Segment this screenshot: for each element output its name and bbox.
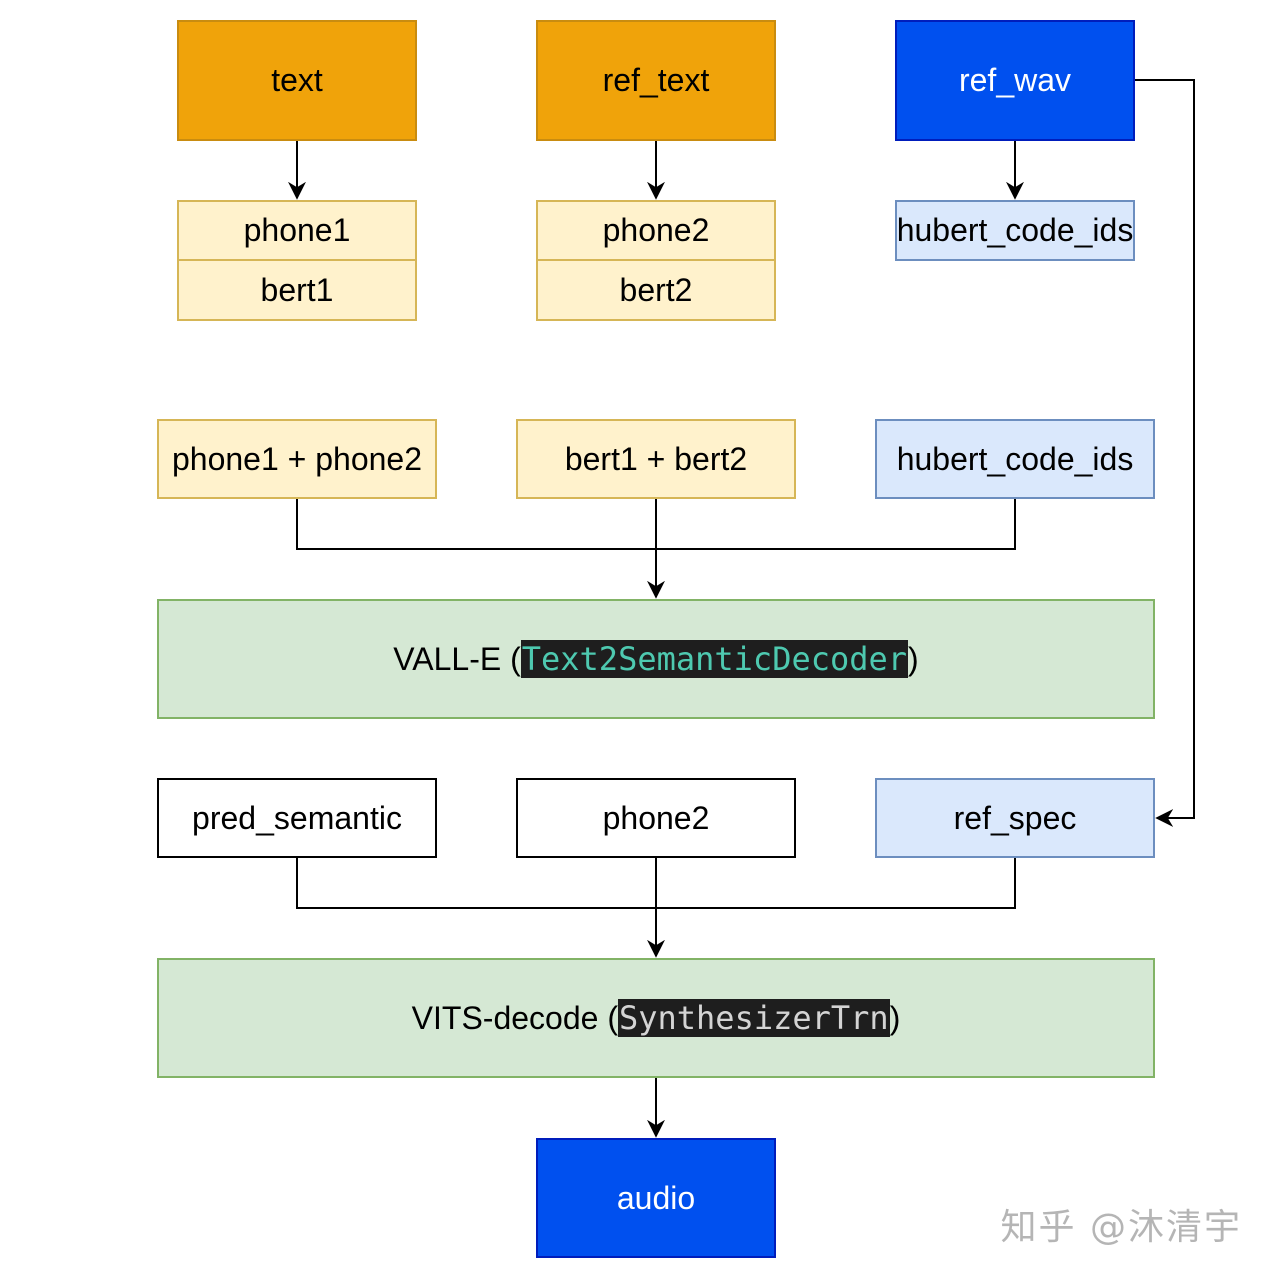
bert-concat-label: bert1 + bert2 <box>564 440 748 477</box>
watermark: 知乎 @沐清宇 <box>1000 1207 1242 1248</box>
vits-label: VITS-decode (SynthesizerTrn) <box>411 999 901 1037</box>
ref-spec-label: ref_spec <box>953 799 1077 836</box>
pred-semantic-node: pred_semantic <box>157 778 437 858</box>
valle-code-name: Text2SemanticDecoder <box>520 640 909 678</box>
valle-label: VALL-E (Text2SemanticDecoder) <box>393 640 919 678</box>
text-label: text <box>271 62 323 98</box>
edge-predsemantic-to-vits <box>296 858 656 909</box>
audio-output-node: audio <box>536 1138 776 1258</box>
phone2-label: phone2 <box>602 212 710 248</box>
hubert-code-ids-top-node: hubert_code_ids <box>895 200 1135 261</box>
valle-node: VALL-E (Text2SemanticDecoder) <box>157 599 1155 719</box>
ref-text-input-node: ref_text <box>536 20 776 141</box>
valle-suffix: ) <box>908 641 919 677</box>
ref-spec-node: ref_spec <box>875 778 1155 858</box>
phone1-label: phone1 <box>243 212 351 248</box>
text-input-node: text <box>177 20 417 141</box>
hubert-code-ids-top-label: hubert_code_ids <box>896 212 1134 248</box>
edge-hubert-to-valle <box>656 499 1016 550</box>
bert1-node: bert1 <box>177 259 417 321</box>
vits-prefix: VITS-decode ( <box>411 1000 618 1036</box>
bert-concat-node: bert1 + bert2 <box>516 419 796 499</box>
hubert-code-ids-mid-node: hubert_code_ids <box>875 419 1155 499</box>
edge-phoneconcat-to-valle <box>296 499 656 550</box>
phone2-node: phone2 <box>536 200 776 261</box>
edge-refspec-to-vits <box>656 858 1016 909</box>
ref-wav-label: ref_wav <box>958 62 1072 98</box>
ref-wav-input-node: ref_wav <box>895 20 1135 141</box>
hubert-code-ids-mid-label: hubert_code_ids <box>896 440 1134 477</box>
phone2-vits-node: phone2 <box>516 778 796 858</box>
bert2-node: bert2 <box>536 259 776 321</box>
audio-label: audio <box>616 1179 696 1216</box>
phone1-node: phone1 <box>177 200 417 261</box>
phone2-vits-label: phone2 <box>602 799 710 836</box>
bert2-label: bert2 <box>619 271 693 308</box>
edge-refwav-to-refspec <box>1135 79 1195 827</box>
pred-semantic-label: pred_semantic <box>192 799 402 836</box>
bert1-label: bert1 <box>260 271 334 308</box>
vits-code-name: SynthesizerTrn <box>617 999 890 1037</box>
phone-concat-node: phone1 + phone2 <box>157 419 437 499</box>
ref-text-label: ref_text <box>602 62 710 98</box>
vits-node: VITS-decode (SynthesizerTrn) <box>157 958 1155 1078</box>
valle-prefix: VALL-E ( <box>393 641 521 677</box>
phone-concat-label: phone1 + phone2 <box>171 440 423 477</box>
vits-suffix: ) <box>889 1000 901 1036</box>
